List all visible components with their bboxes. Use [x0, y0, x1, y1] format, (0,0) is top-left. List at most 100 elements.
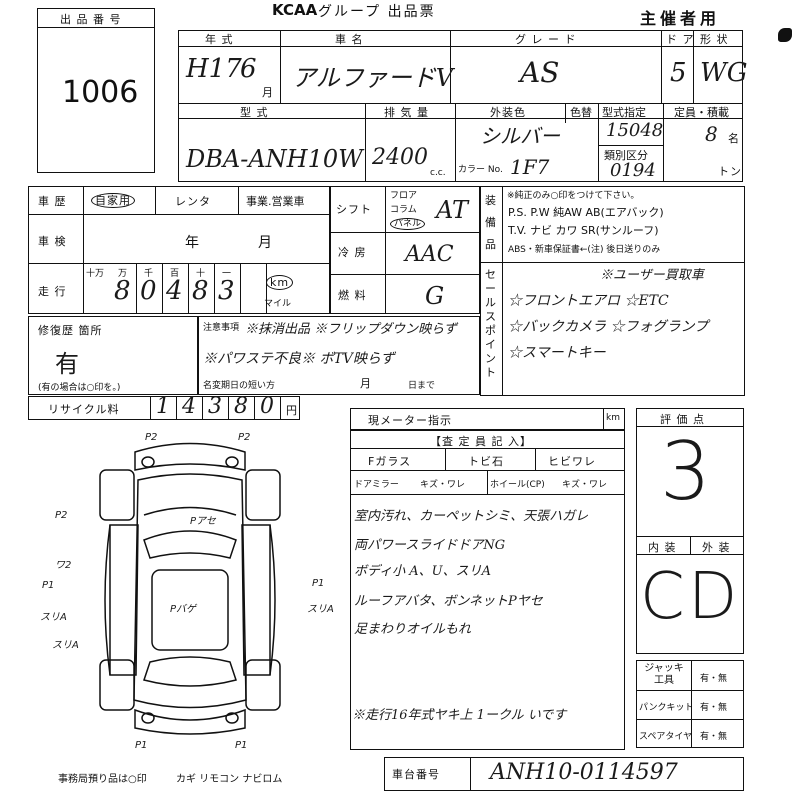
- score-label: 評 価 点: [660, 413, 705, 426]
- tools-puncture-option: 有・無: [700, 703, 728, 713]
- inspection-label: 車 検: [38, 235, 67, 248]
- recycle-digits: 1 4 3 8 0: [150, 394, 281, 420]
- notes-line-1: ※抹消出品 ※フリップダウン映らず: [245, 322, 457, 337]
- repair-label: 修復歴 箇所: [38, 324, 103, 337]
- diag-mark-front: P2: [145, 432, 158, 443]
- category-value: 0194: [610, 160, 656, 181]
- diag-mark-front-right: P2: [238, 432, 251, 443]
- car-diagram: [99, 442, 281, 735]
- history-business: 事業.営業車: [246, 195, 305, 208]
- shift-panel: パネル: [390, 216, 426, 230]
- fuel-label: 燃 料: [338, 289, 367, 302]
- mileage-digit-2: 4: [166, 276, 183, 306]
- capacity-label: 定員・積載: [674, 106, 729, 119]
- tools-spare-option: 有・無: [700, 732, 728, 742]
- shift-table: [330, 186, 480, 314]
- color-no-value: 1F7: [510, 155, 550, 179]
- inspector-comment-4: ルーフアバタ、ボンネットPヤセ: [354, 594, 543, 609]
- inspector-comment-1: 室内汚れ、カーペットシミ、天張ハガレ: [354, 509, 589, 524]
- fuel-value: G: [425, 282, 445, 310]
- equipment-row-2: T.V. ナビ カワ SR(サンルーフ): [508, 224, 659, 237]
- sales-point-1: ※ユーザー買取車: [600, 268, 704, 283]
- meter-label: 現メーター指示: [368, 414, 452, 427]
- color-change-label: 色替: [570, 106, 592, 119]
- year-label: 年 式: [205, 33, 234, 46]
- grade-value: AS: [520, 56, 560, 89]
- corner-mark: [778, 28, 792, 42]
- inspector-comment-5: 足まわりオイルもれ: [354, 622, 472, 637]
- office-items: カギ リモコン ナビロム: [176, 774, 283, 785]
- diag-mark-left-rear: スリA: [52, 640, 79, 651]
- tools-puncture: パンクキット: [639, 703, 694, 713]
- cc-value: 2400: [372, 145, 428, 170]
- diag-mark-left-scratch: スリA: [40, 612, 67, 623]
- equipment-row-1: P.S. P.W 純AW AB(エアバック): [508, 206, 664, 219]
- notes-label: 注意事項: [203, 323, 240, 333]
- inspector-wheel: ホイール(CP): [490, 480, 545, 490]
- inspector-header: 【査 定 員 記 入】: [430, 435, 532, 448]
- notes-table: [198, 316, 480, 395]
- equipment-label: 装備品: [485, 194, 496, 251]
- vehicle-name: アルファードV: [292, 64, 454, 92]
- inspector-comment-3: ボディ小 A、U、スリA: [354, 564, 491, 579]
- km-unit: km: [266, 275, 294, 290]
- km-unit-value: km: [266, 275, 294, 290]
- diag-mark-left-mid: ワ2: [55, 560, 72, 571]
- notes-line-2: ※パワステ不良※ ボTV映らず: [203, 351, 395, 367]
- vehicle-head-table: [178, 30, 743, 182]
- history-rental: レンタ: [175, 195, 211, 208]
- interior-value: C: [640, 560, 685, 634]
- name-label: 車 名: [335, 33, 364, 46]
- color-label: 外装色: [490, 106, 526, 119]
- lot-number: 1006: [62, 75, 139, 110]
- inspection-month-unit: 月: [258, 235, 273, 251]
- designation-label: 型式指定: [602, 106, 646, 119]
- ac-value: AAC: [405, 242, 454, 267]
- recycle-digit-4: 0: [260, 394, 274, 419]
- repair-table: [28, 316, 198, 395]
- recycle-label: リサイクル料: [48, 403, 120, 416]
- equipment-note: ※純正のみ○印をつけて下さい。: [507, 191, 640, 201]
- interior-label: 内 装: [648, 541, 677, 554]
- diag-mark-right-front: P1: [312, 578, 325, 589]
- grade-label: グ レ ー ド: [515, 33, 577, 46]
- chassis-table: [384, 757, 744, 791]
- inspection-year-unit: 年: [185, 235, 200, 251]
- inspector-mirror: ドアミラー: [354, 480, 399, 490]
- recycle-digit-3: 8: [234, 394, 248, 419]
- shift-floor: フロア: [390, 191, 418, 201]
- notes-deadline-label: 名変期日の短い方: [203, 381, 276, 391]
- ac-label: 冷 房: [338, 246, 367, 259]
- equipment-row-3: ABS・新車保証書←(注) 後日送りのみ: [508, 245, 661, 255]
- mileage-label: 走 行: [38, 285, 67, 298]
- header-logo: KCAA: [272, 1, 318, 19]
- recycle-digit-2: 3: [208, 394, 222, 419]
- body-label: 形 状: [700, 33, 729, 46]
- inspector-glass: Fガラス: [368, 455, 412, 468]
- inspector-crack: ヒビワレ: [548, 455, 596, 468]
- history-private: 自家用: [91, 192, 135, 208]
- cc-unit: c.c.: [430, 168, 446, 178]
- notes-day-unit: 日まで: [408, 381, 436, 391]
- month-value: 6: [240, 54, 257, 84]
- exterior-value: D: [688, 560, 738, 634]
- header-title: グループ 出品票: [318, 4, 436, 20]
- diag-mark-left: P2: [55, 510, 68, 521]
- shift-panel-value: パネル: [390, 218, 426, 230]
- recycle-digit-1: 4: [182, 394, 196, 419]
- lot-box: [37, 8, 155, 173]
- color-no-label: カラー No.: [458, 165, 503, 175]
- sponsor-label: 主催者用: [640, 9, 721, 28]
- exterior-label: 外 装: [702, 541, 731, 554]
- chassis-label: 車台番号: [392, 768, 440, 781]
- digit-header-1k: 千: [144, 269, 154, 279]
- diag-mark-right-scratch: スリA: [307, 604, 334, 615]
- meter-unit: km: [606, 413, 620, 423]
- digit-header-10: 十: [196, 269, 206, 279]
- sales-point-2: ☆フロントエアロ ☆ETC: [508, 293, 669, 309]
- color-value: シルバー: [480, 124, 560, 148]
- repair-value: 有: [55, 350, 79, 378]
- equipment-table: [480, 186, 745, 396]
- repair-note: (有の場合は○印を。): [38, 383, 121, 393]
- chassis-value: ANH10-0114597: [490, 760, 678, 785]
